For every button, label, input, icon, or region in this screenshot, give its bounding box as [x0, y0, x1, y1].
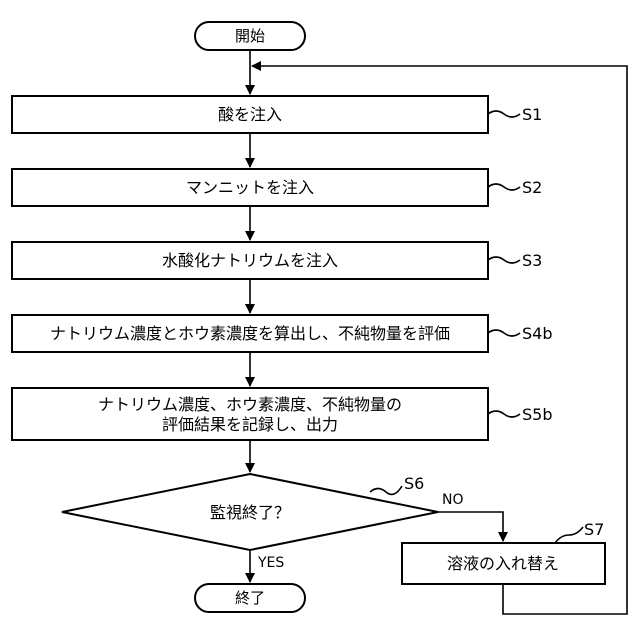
step-s2: マンニットを注入: [12, 169, 488, 206]
leader-s1: [488, 111, 520, 117]
step-id-s1: S1: [522, 105, 542, 124]
step-s4b-text: ナトリウム濃度とホウ素濃度を算出し、不純物量を評価: [50, 324, 450, 343]
step-id-s5b: S5b: [522, 405, 553, 424]
connector-s6-s7: [438, 512, 503, 541]
step-s7: 溶液の入れ替え: [402, 543, 605, 584]
no-label: NO: [442, 492, 464, 508]
step-s5b-text-line1: ナトリウム濃度、ホウ素濃度、不純物量の: [98, 395, 402, 414]
leader-s7: [555, 527, 583, 543]
step-s1: 酸を注入: [12, 96, 488, 133]
step-id-s4b: S4b: [522, 324, 553, 343]
step-id-s7: S7: [584, 520, 604, 539]
step-s3: 水酸化ナトリウムを注入: [12, 242, 488, 279]
leader-s5b: [488, 411, 520, 417]
end-label: 終了: [235, 589, 265, 607]
decision-s6: 監視終了？: [62, 474, 438, 550]
step-id-s2: S2: [522, 178, 542, 197]
leader-s3: [488, 257, 520, 263]
step-id-s6: S6: [404, 474, 424, 493]
end-terminal: 終了: [195, 584, 305, 612]
step-s5b-text-line2: 評価結果を記録し、出力: [162, 415, 338, 434]
decision-s6-text: 監視終了？: [210, 503, 290, 522]
yes-label: YES: [257, 555, 284, 571]
leader-s2: [488, 184, 520, 190]
step-s3-text: 水酸化ナトリウムを注入: [162, 251, 338, 270]
step-s4b: ナトリウム濃度とホウ素濃度を算出し、不純物量を評価: [12, 315, 488, 352]
step-s2-text: マンニットを注入: [186, 178, 314, 197]
step-id-s3: S3: [522, 251, 542, 270]
start-label: 開始: [235, 27, 265, 45]
start-terminal: 開始: [195, 22, 305, 50]
leader-s6: [370, 486, 402, 494]
leader-s4b: [488, 330, 520, 336]
step-s1-text: 酸を注入: [218, 105, 282, 124]
step-s7-text: 溶液の入れ替え: [447, 554, 559, 573]
step-s5b: ナトリウム濃度、ホウ素濃度、不純物量の 評価結果を記録し、出力: [12, 388, 488, 440]
